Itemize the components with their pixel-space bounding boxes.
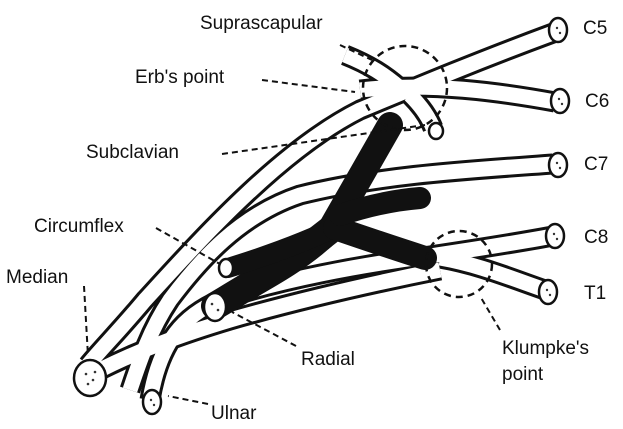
label-median: Median (6, 268, 68, 287)
t1-end (539, 280, 557, 304)
label-c5: C5 (583, 19, 607, 38)
median-leader (84, 286, 88, 356)
median-end (74, 360, 106, 396)
label-klumpkes-point: point (502, 365, 543, 384)
ulnar-end (143, 390, 161, 414)
c5-end (549, 18, 567, 42)
label-circumflex: Circumflex (34, 217, 124, 236)
label-c6: C6 (585, 92, 609, 111)
label-erbs-point: Erb's point (135, 68, 224, 87)
klumpkes-leader (480, 296, 500, 330)
label-radial: Radial (301, 350, 355, 369)
circumflex-end (219, 259, 233, 277)
label-t1: T1 (584, 284, 606, 303)
c8-end (546, 224, 564, 248)
subclavian-end (429, 123, 443, 139)
erbs-point-leader (262, 80, 355, 92)
c7-end (549, 153, 567, 177)
ulnar-leader (168, 396, 208, 404)
c6-end (551, 89, 569, 113)
c8-contribution-dark (335, 228, 425, 258)
c7-contribution-dark (340, 198, 420, 215)
label-c7: C7 (584, 155, 608, 174)
label-suprascapular: Suprascapular (200, 14, 323, 33)
label-subclavian: Subclavian (86, 143, 179, 162)
label-klumpkes: Klumpke's (502, 339, 589, 358)
label-ulnar: Ulnar (211, 404, 256, 423)
label-c8: C8 (584, 228, 608, 247)
radial-end (204, 293, 226, 321)
